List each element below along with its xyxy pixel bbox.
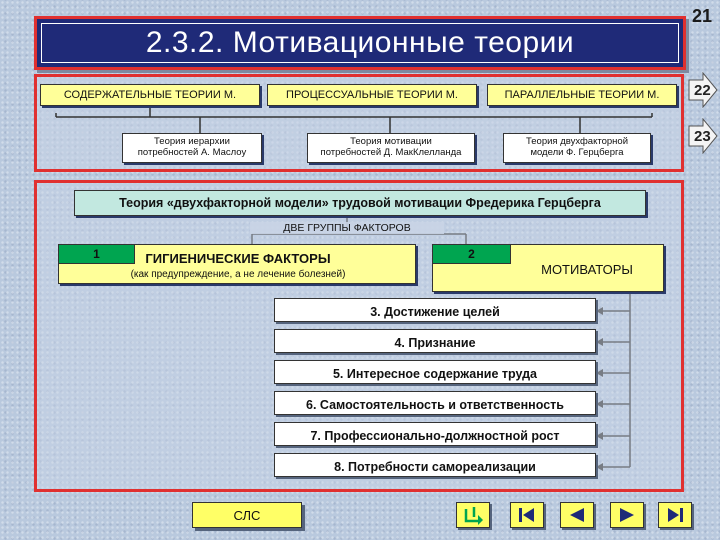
last-slide-button[interactable] [658, 502, 692, 528]
right-arrow-icon [688, 118, 718, 154]
motivator-item: 7. Профессионально-должностной рост [274, 422, 596, 446]
hygiene-number-badge: 1 [59, 245, 135, 264]
link-slide-23[interactable]: 23 [688, 118, 718, 154]
herzberg-theory-line1: Теория двухфакторной [526, 136, 628, 148]
return-button[interactable] [456, 502, 490, 528]
last-slide-icon [668, 508, 683, 522]
next-button[interactable] [610, 502, 644, 528]
link-slide-23-label: 23 [694, 127, 711, 145]
first-slide-icon [519, 508, 534, 522]
herzberg-theory-box: Теория двухфакторной модели Ф. Герцберга [503, 133, 651, 163]
two-groups-label: ДВЕ ГРУППЫ ФАКТОРОВ [250, 222, 444, 234]
motivator-item: 3. Достижение целей [274, 298, 596, 322]
motivators-number-badge: 2 [433, 245, 511, 264]
previous-button[interactable] [560, 502, 594, 528]
slide-number: 21 [691, 6, 712, 26]
page-title: 2.3.2. Мотивационные теории [145, 26, 575, 59]
motivator-item: 8. Потребности самореализации [274, 453, 596, 477]
cls-button[interactable]: СЛС [192, 502, 302, 528]
motivators-title: МОТИВАТОРЫ [541, 262, 633, 277]
hygiene-factors-box: 1 ГИГИЕНИЧЕСКИЕ ФАКТОРЫ (как предупрежде… [58, 244, 416, 284]
herzberg-model-title-text: Теория «двухфакторной модели» трудовой м… [119, 196, 601, 210]
motivators-number: 2 [468, 247, 475, 261]
maslow-theory-line1: Теория иерархии [154, 136, 230, 148]
motivator-item: 5. Интересное содержание труда [274, 360, 596, 384]
mcclelland-theory-line2: потребностей Д. МакКлелланда [320, 147, 462, 158]
link-slide-22-label: 22 [694, 81, 711, 99]
motivator-item: 6. Самостоятельность и ответственность [274, 391, 596, 415]
cls-button-label: СЛС [233, 507, 261, 523]
link-slide-22[interactable]: 22 [688, 72, 718, 108]
first-slide-button[interactable] [510, 502, 544, 528]
motivators-box: 2 МОТИВАТОРЫ [432, 244, 664, 292]
mcclelland-theory-box: Теория мотивации потребностей Д. МакКлел… [307, 133, 475, 163]
hygiene-subtitle: (как предупреждение, а не лечение болезн… [130, 269, 346, 280]
process-theories-box: ПРОЦЕССУАЛЬНЫЕ ТЕОРИИ М. [267, 84, 477, 106]
content-theories-box: СОДЕРЖАТЕЛЬНЫЕ ТЕОРИИ М. [40, 84, 260, 106]
hygiene-title: ГИГИЕНИЧЕСКИЕ ФАКТОРЫ [145, 251, 331, 266]
herzberg-model-title: Теория «двухфакторной модели» трудовой м… [74, 190, 646, 216]
next-icon [620, 508, 634, 522]
previous-icon [570, 508, 584, 522]
motivator-item: 4. Признание [274, 329, 596, 353]
maslow-theory-line2: потребностей А. Маслоу [137, 147, 247, 158]
right-arrow-icon [688, 72, 718, 108]
herzberg-theory-line2: модели Ф. Герцберга [530, 147, 624, 158]
mcclelland-theory-line1: Теория мотивации [350, 136, 432, 148]
hygiene-number: 1 [93, 247, 100, 261]
return-icon [464, 507, 483, 525]
title-banner: 2.3.2. Мотивационные теории [34, 16, 686, 70]
parallel-theories-box: ПАРАЛЛЕЛЬНЫЕ ТЕОРИИ М. [487, 84, 677, 106]
maslow-theory-box: Теория иерархии потребностей А. Маслоу [122, 133, 262, 163]
